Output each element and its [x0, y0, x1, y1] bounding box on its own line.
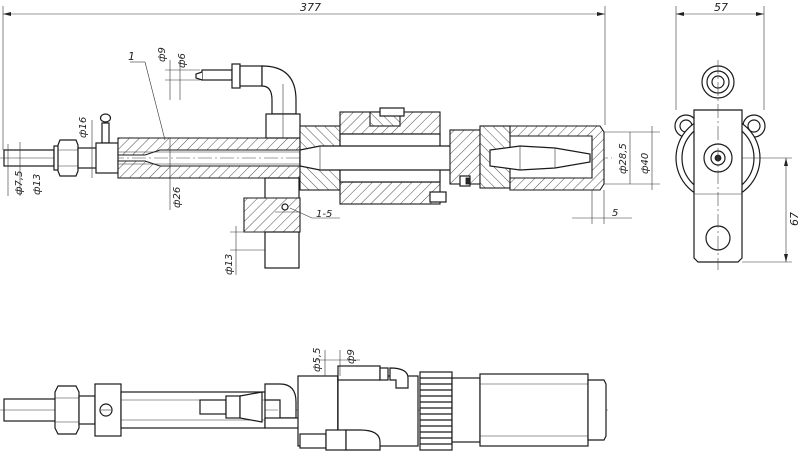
dim-bracket-d13-label: ф13 — [224, 254, 235, 275]
dim-d13-label: ф13 — [32, 174, 43, 195]
dim-d9-label: ф9 — [157, 47, 168, 62]
dim-d16: ф16 — [78, 117, 93, 178]
dim-d26: ф26 — [169, 138, 183, 210]
section-view: 1 ф9 ф6 ф16 ф7,5 ф13 ф26 — [0, 47, 660, 275]
dim-d6-label: ф6 — [177, 53, 188, 68]
side-view: 57 67 — [674, 1, 800, 270]
leader-1: 1 — [128, 50, 166, 141]
dim-d5-5-label: ф5,5 — [312, 348, 323, 372]
dim-overall-length: 377 — [2, 1, 606, 150]
dim-d9-d6: ф9 ф6 — [157, 47, 200, 100]
dim-right-diameters: ф28,5 ф40 — [604, 126, 660, 190]
inlet-nozzle — [3, 113, 119, 177]
nozzle-cap — [449, 125, 605, 191]
dim-d9b-label: ф9 — [346, 349, 357, 364]
pipe-body — [117, 137, 301, 179]
dim-67-label: 67 — [788, 212, 800, 226]
leader-1-label: 1 — [128, 50, 135, 63]
dim-d16-label: ф16 — [78, 117, 89, 138]
dim-len5: 5 — [572, 190, 632, 224]
dim-377-label: 377 — [300, 1, 321, 14]
electrode-section — [299, 107, 491, 205]
exterior-view: ф5,5 ф9 — [0, 348, 610, 451]
dim-57-label: 57 — [714, 1, 728, 14]
dim-d40-label: ф40 — [640, 153, 651, 174]
knurl-lines — [420, 377, 452, 445]
dim-d26-label: ф26 — [172, 187, 183, 208]
dim-bracket-d13: ф13 — [224, 226, 265, 275]
dim-left-diameters: ф7,5 ф13 — [7, 142, 43, 196]
dim-d28-5-label: ф28,5 — [618, 143, 629, 174]
mounting-bracket — [243, 177, 301, 269]
dim-d7-5-label: ф7,5 — [14, 171, 25, 195]
dim-thread: 1-5 — [289, 207, 340, 220]
dim-len5-label: 5 — [612, 208, 618, 219]
dim-thread-label: 1-5 — [316, 209, 332, 220]
gas-inlet-fitting — [195, 63, 301, 139]
